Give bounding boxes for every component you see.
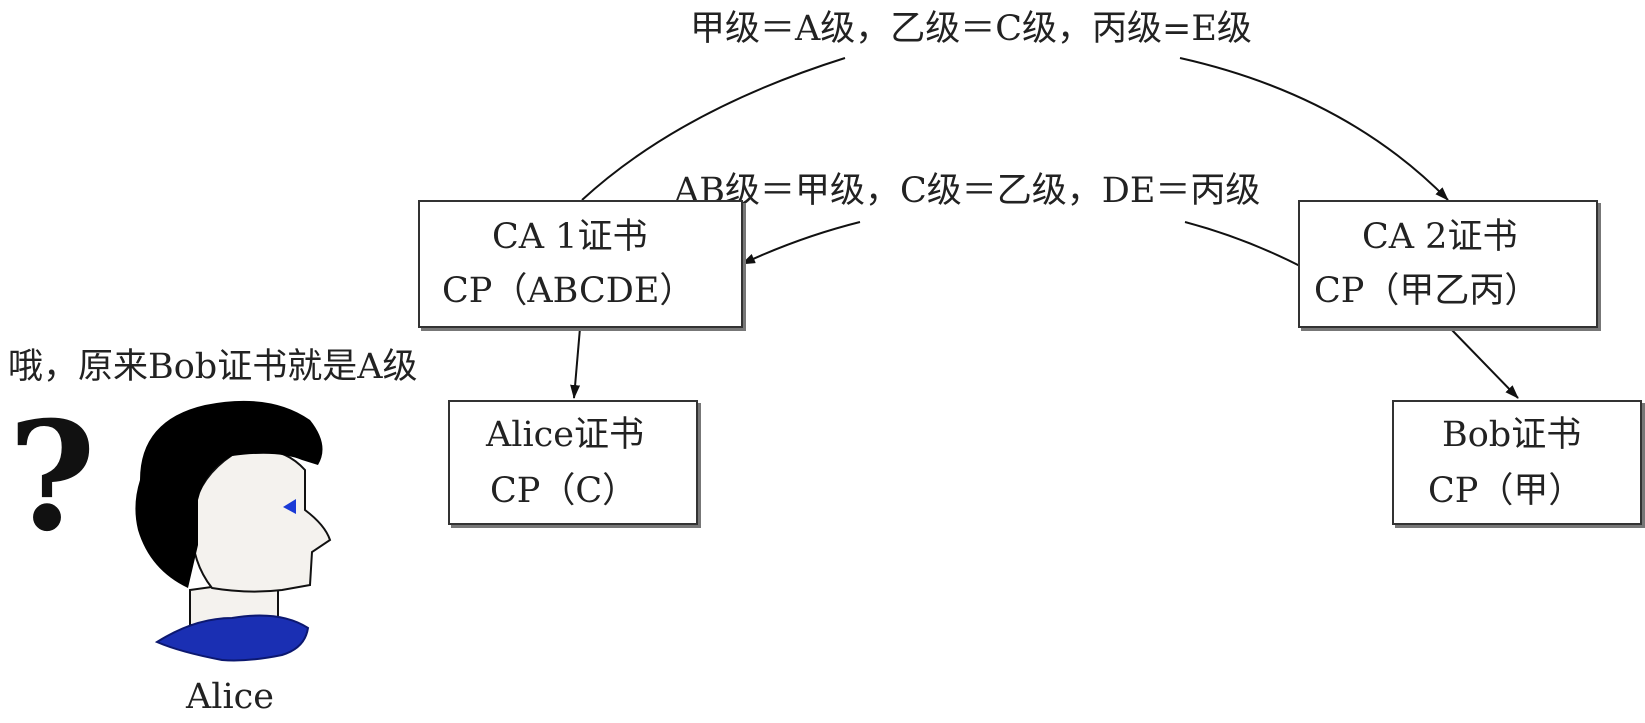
alice-thought-text: 哦，原来Bob证书就是A级 xyxy=(8,347,418,387)
alice-certificate-title: Alice证书 xyxy=(486,415,644,455)
alice-certificate-box: Alice证书 CP（C） xyxy=(448,400,698,525)
arrow-top-to-ca2 xyxy=(1179,57,1449,201)
arrow-middle-to-ca1 xyxy=(741,221,861,265)
ca1-certificate-policy: CP（ABCDE） xyxy=(442,271,695,311)
ca2-certificate-policy: CP（甲乙丙） xyxy=(1314,271,1540,311)
alice-portrait-icon xyxy=(135,400,332,662)
ca2-certificate-title: CA 2证书 xyxy=(1362,217,1518,257)
bob-certificate-box: Bob证书 CP（甲） xyxy=(1392,400,1642,525)
middle-mapping-label: AB级＝甲级，C级＝乙级，DE＝丙级 xyxy=(672,171,1263,211)
bob-certificate-policy: CP（甲） xyxy=(1428,471,1584,511)
top-mapping-label: 甲级＝A级，乙级＝C级，丙级=E级 xyxy=(688,9,1254,49)
curve-middle-to-ca2 xyxy=(1184,221,1301,267)
arrow-ca2-to-bob-cert xyxy=(1449,327,1519,399)
arrow-ca1-to-alice-cert xyxy=(570,327,581,399)
ca1-certificate-title: CA 1证书 xyxy=(492,217,648,257)
ca2-certificate-box: CA 2证书 CP（甲乙丙） xyxy=(1298,200,1598,328)
curve-top-to-ca1 xyxy=(581,57,846,201)
ca1-certificate-box: CA 1证书 CP（ABCDE） xyxy=(418,200,743,328)
bob-certificate-title: Bob证书 xyxy=(1442,415,1582,455)
question-mark-icon: ? xyxy=(8,389,96,565)
alice-name-label: Alice xyxy=(186,677,274,717)
alice-certificate-policy: CP（C） xyxy=(490,471,638,511)
